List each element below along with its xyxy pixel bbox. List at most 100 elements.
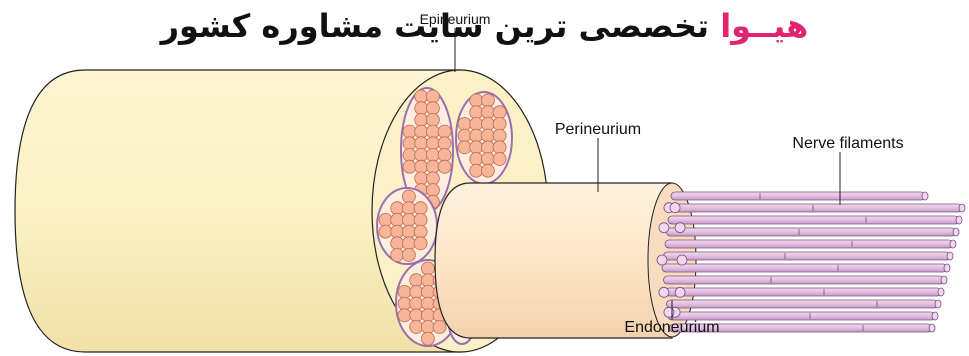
- axon-circle: [493, 129, 506, 142]
- filament-end: [670, 203, 680, 213]
- axon-circle: [481, 153, 494, 166]
- endoneurium-label: Endoneurium: [624, 319, 719, 336]
- axon-circle: [391, 237, 404, 250]
- filament-end: [659, 223, 669, 233]
- axon-circle: [398, 309, 411, 322]
- axon-circle: [458, 141, 471, 154]
- axon-circle: [414, 202, 427, 215]
- axon-circle: [391, 225, 404, 238]
- axon-circle: [438, 149, 451, 162]
- filament-end: [675, 223, 685, 233]
- axon-circle: [402, 190, 415, 203]
- axon-circle: [426, 172, 439, 185]
- axon-circle: [379, 225, 392, 238]
- axon-circle: [470, 106, 483, 119]
- nerve-filament: [662, 264, 950, 272]
- filament-end: [675, 287, 685, 297]
- axon-circle: [470, 153, 483, 166]
- axon-circle: [415, 113, 428, 126]
- axon-circle: [458, 117, 471, 130]
- axon-circle: [493, 153, 506, 166]
- axon-circle: [481, 141, 494, 154]
- axon-circle: [403, 149, 416, 162]
- axon-circle: [426, 149, 439, 162]
- axon-circle: [470, 164, 483, 177]
- nerve-filament: [667, 300, 942, 308]
- axon-circle: [438, 160, 451, 173]
- axon-circle: [426, 102, 439, 115]
- axon-circle: [470, 94, 483, 107]
- site-watermark: هیــوا تخصصی ترین سایت مشاوره کشور: [0, 4, 969, 48]
- axon-circle: [421, 332, 434, 345]
- axon-circle: [403, 137, 416, 150]
- nerve-filament: [670, 204, 966, 212]
- axon-circle: [415, 137, 428, 150]
- axon-circle: [481, 94, 494, 107]
- axon-circle: [414, 237, 427, 250]
- filament-end: [677, 255, 687, 265]
- axon-circle: [470, 141, 483, 154]
- axon-circle: [414, 225, 427, 238]
- axon-circle: [415, 160, 428, 173]
- axon-circle: [493, 106, 506, 119]
- brand-logo-text: هیــوا: [720, 7, 808, 45]
- nerve-filament: [665, 240, 956, 248]
- watermark-slogan: تخصصی ترین سایت مشاوره کشور: [161, 7, 709, 45]
- axon-circle: [421, 321, 434, 334]
- nerve-filament: [668, 216, 962, 224]
- axon-circle: [438, 137, 451, 150]
- fascicle: [377, 188, 437, 264]
- axon-circle: [402, 237, 415, 250]
- axon-circle: [426, 113, 439, 126]
- axon-circle: [402, 202, 415, 215]
- nerve-filaments-label: Nerve filaments: [792, 135, 903, 152]
- axon-circle: [470, 129, 483, 142]
- axon-circle: [410, 321, 423, 334]
- axon-circle: [402, 249, 415, 262]
- nerve-filament: [664, 252, 954, 260]
- axon-circle: [421, 297, 434, 310]
- axon-circle: [402, 213, 415, 226]
- axon-circle: [415, 172, 428, 185]
- axon-circle: [421, 274, 434, 287]
- axon-circle: [414, 213, 427, 226]
- axon-circle: [426, 160, 439, 173]
- axon-circle: [481, 106, 494, 119]
- axon-circle: [493, 141, 506, 154]
- axon-circle: [403, 160, 416, 173]
- axon-circle: [426, 125, 439, 138]
- axon-circle: [410, 274, 423, 287]
- nerve-filament: [665, 288, 944, 296]
- axon-circle: [438, 125, 451, 138]
- axon-circle: [410, 297, 423, 310]
- axon-circle: [433, 321, 446, 334]
- axon-circle: [458, 129, 471, 142]
- axon-circle: [426, 184, 439, 197]
- filament-end: [659, 287, 669, 297]
- axon-circle: [379, 213, 392, 226]
- axon-circle: [426, 137, 439, 150]
- nerve-filament: [667, 228, 960, 236]
- axon-circle: [403, 125, 416, 138]
- axon-circle: [398, 297, 411, 310]
- axon-circle: [415, 125, 428, 138]
- nerve-filament: [671, 192, 928, 200]
- axon-circle: [470, 117, 483, 130]
- axon-circle: [481, 129, 494, 142]
- axon-circle: [391, 213, 404, 226]
- axon-circle: [415, 149, 428, 162]
- perineurium-label: Perineurium: [555, 121, 641, 138]
- nerve-filaments-bundle: [657, 192, 965, 332]
- nerve-filament: [664, 276, 948, 284]
- axon-circle: [426, 90, 439, 103]
- axon-circle: [410, 309, 423, 322]
- axon-circle: [421, 285, 434, 298]
- axon-circle: [415, 102, 428, 115]
- axon-circle: [493, 117, 506, 130]
- axon-circle: [410, 285, 423, 298]
- axon-circle: [391, 249, 404, 262]
- axon-circle: [421, 309, 434, 322]
- axon-circle: [391, 202, 404, 215]
- axon-circle: [481, 117, 494, 130]
